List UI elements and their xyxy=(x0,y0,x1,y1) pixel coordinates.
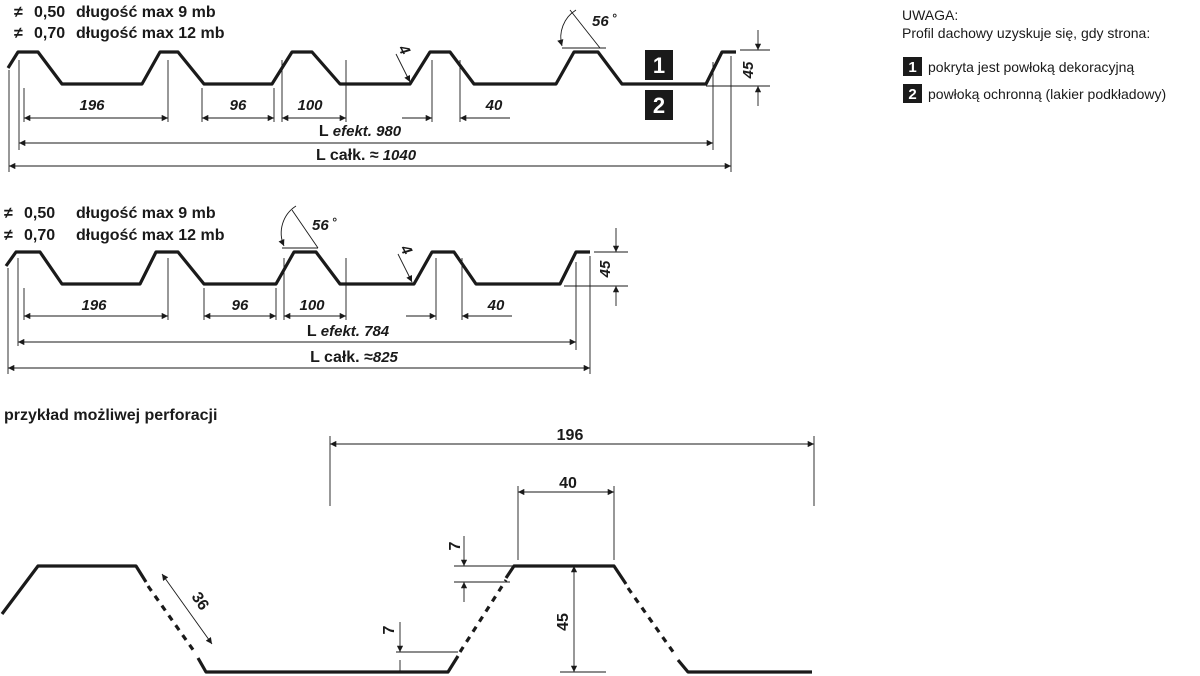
note-badge-2: 2 xyxy=(908,86,916,103)
p1-profile-line xyxy=(6,50,736,86)
p1-spec-symbol-2: ≠ xyxy=(14,25,23,42)
note-badge-2-box xyxy=(903,84,922,103)
note-subtitle: Profil dachowy uzyskuje się, gdy strona: xyxy=(902,25,1150,41)
perf-profile-crest xyxy=(504,564,628,585)
perf-dim-pitch: 196 xyxy=(557,427,584,444)
p2-dim-ltotal: L całk. ≈825 xyxy=(310,349,398,366)
perf-dashed-mid xyxy=(458,579,508,653)
p2-angle-arc xyxy=(278,205,297,247)
p2-profile-line xyxy=(4,250,590,286)
p2-dim-leff: L efekt. 784 xyxy=(307,323,390,340)
perf-extension-lines xyxy=(329,436,815,673)
p2-dim-bottom: 96 xyxy=(232,297,249,314)
perf-profile-left xyxy=(0,564,148,615)
perf-profile-valley xyxy=(196,655,460,674)
note-item-1: pokryta jest powłoką dekoracyjną xyxy=(928,59,1134,75)
p1-dim-ltotal: L całk. ≈1040 xyxy=(316,147,417,164)
p1-spec-thickness-1: 0,50 xyxy=(34,4,65,21)
p1-angle-arc xyxy=(557,9,577,47)
p2-spec-thickness-2: 0,70 xyxy=(24,227,55,244)
side-badge-1-box xyxy=(645,50,673,80)
perf-dim-line-slant xyxy=(161,573,213,645)
note-title: UWAGA: xyxy=(902,7,958,23)
p2-dim-topflat: 40 xyxy=(487,297,505,314)
side-badge-1: 1 xyxy=(653,53,665,78)
perf-dim-topflat: 40 xyxy=(559,475,577,492)
p1-dim-top: 100 xyxy=(297,97,323,114)
note-panel: UWAGA: Profil dachowy uzyskuje się, gdy … xyxy=(902,7,1166,103)
p1-dim-pitch: 196 xyxy=(79,97,105,114)
perf-profile-right xyxy=(676,658,812,674)
p2-dim-top: 100 xyxy=(299,297,325,314)
p2-dim-pitch: 196 xyxy=(81,297,107,314)
perf-dashed-right xyxy=(626,587,678,657)
p2-angle-leg xyxy=(291,209,319,249)
p2-angle: 56° xyxy=(312,215,337,234)
p1-dim-leff: L efekt. 980 xyxy=(319,123,402,140)
perf-dim-height: 45 xyxy=(555,613,572,631)
p1-dim-height: 45 xyxy=(740,61,757,79)
p1-dim-topflat: 40 xyxy=(485,97,503,114)
p2-spec-symbol-2: ≠ xyxy=(4,227,13,244)
perforation-title: przykład możliwej perforacji xyxy=(4,407,217,424)
p2-spec-length-2: długość max 12 mb xyxy=(76,227,225,244)
p1-thickness-arrow xyxy=(395,53,411,83)
p1-spec-length-2: długość max 12 mb xyxy=(76,25,225,42)
p2-thickness-arrow xyxy=(397,253,413,283)
p2-dim-height: 45 xyxy=(597,260,614,278)
perf-dashed-left xyxy=(146,585,198,655)
p2-spec-length-1: długość max 9 mb xyxy=(76,205,216,222)
p2-spec-thickness-1: 0,50 xyxy=(24,205,55,222)
perf-dim-offset-top: 7 xyxy=(447,541,464,550)
p2-spec-symbol-1: ≠ xyxy=(4,205,13,222)
p1-spec-symbol-1: ≠ xyxy=(14,4,23,21)
note-badge-1-box xyxy=(903,57,922,76)
p1-dim-bottom: 96 xyxy=(230,97,247,114)
p1-spec-thickness-2: 0,70 xyxy=(34,25,65,42)
perforation-example: przykład możliwej perforacji 196 40 36 7 xyxy=(0,407,815,674)
side-badge-2-box xyxy=(645,90,673,120)
p1-angle-leg xyxy=(569,9,601,49)
perf-dim-slant: 36 xyxy=(188,589,212,613)
profile-1: ≠ 0,50 długość max 9 mb ≠ 0,70 długość m… xyxy=(6,4,770,172)
side-badge-2: 2 xyxy=(653,93,665,118)
perf-dim-offset-bottom: 7 xyxy=(381,625,398,634)
profile-2: ≠ 0,50 długość max 9 mb ≠ 0,70 długość m… xyxy=(4,205,628,374)
note-badge-1: 1 xyxy=(908,59,916,76)
note-item-2: powłoką ochronną (lakier podkładowy) xyxy=(928,86,1166,102)
p1-angle: 56° xyxy=(592,11,617,30)
p1-spec-length-1: długość max 9 mb xyxy=(76,4,216,21)
